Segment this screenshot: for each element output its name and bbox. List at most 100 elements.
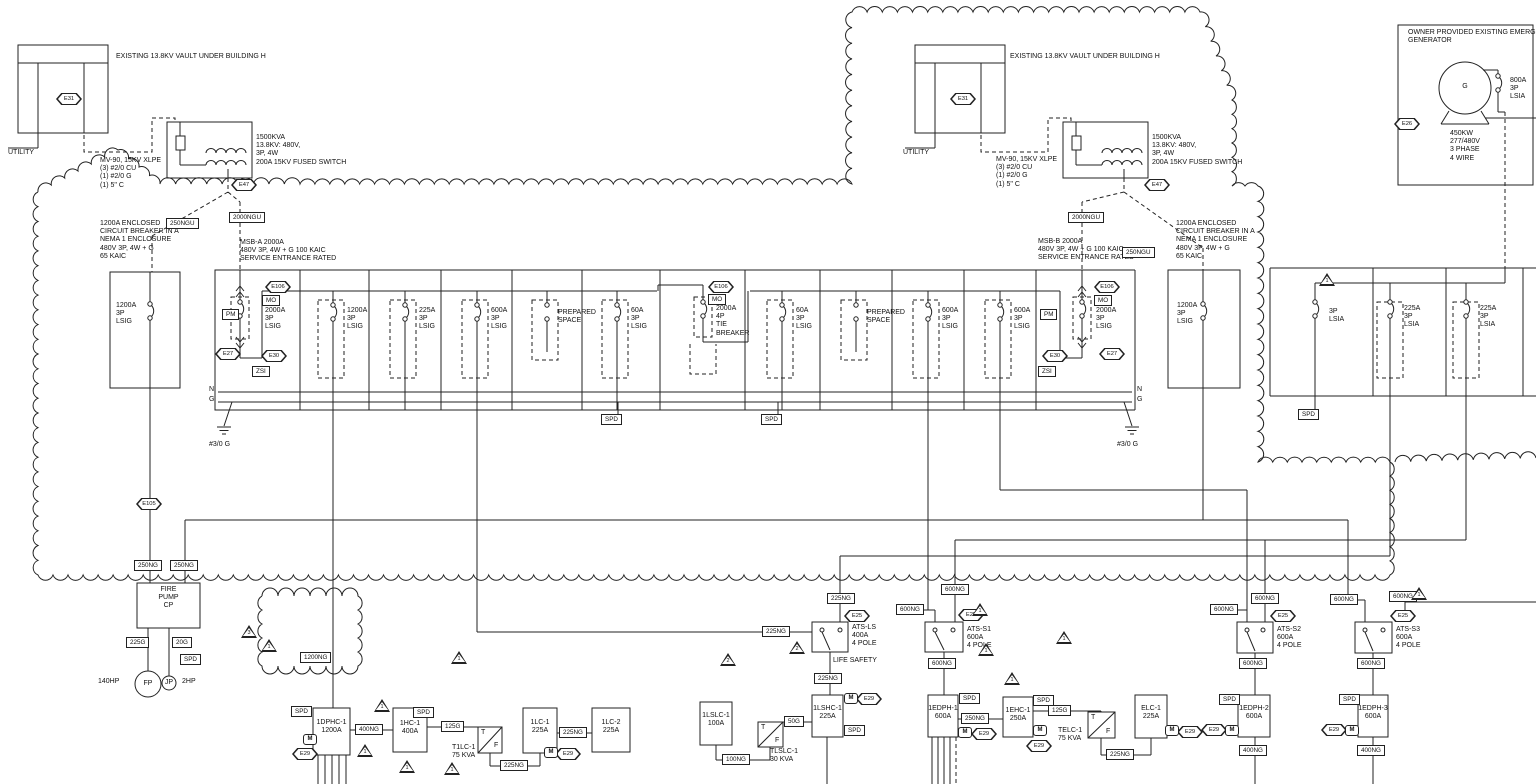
hex-e26-gen-label: E26: [1396, 119, 1418, 129]
msb-a-fdr1-rating: 1200A 3P LSIG: [347, 307, 368, 331]
ats-terminal: [837, 627, 843, 633]
tag-600ng-s1-n: 600NG: [896, 604, 924, 616]
ats-terminal: [932, 627, 938, 633]
tag-1ehc1-spd: SPD: [1033, 695, 1054, 707]
msb-b-fdr2-rating: PREPARED SPACE: [867, 309, 905, 325]
note3-firepump: 3: [241, 625, 257, 638]
tlslc1-secondary-letter: F: [775, 737, 780, 744]
panel-1hc1-label: 1HC-1 400A: [399, 720, 421, 736]
tag-125g-telc1: 125G: [1048, 705, 1072, 717]
hex-e47-b: E47: [1144, 179, 1170, 191]
tag-fp-spd: SPD: [180, 654, 201, 666]
tag-pm-b: PM: [1040, 309, 1058, 321]
revision-cloud: [1394, 451, 1536, 463]
meter-elc1: M: [1165, 725, 1179, 736]
msb-a-fdr2-rating: 225A 3P LSIG: [419, 307, 436, 331]
hex-e29-1edph1: E29: [971, 728, 997, 740]
hex-e26-gen: E26: [1394, 118, 1420, 130]
tag-50g-tlslc1: 50G: [784, 716, 804, 728]
em-fdr2-rating: 225A 3P LSIA: [1404, 305, 1421, 329]
fire-pump-hp: 140HP: [98, 678, 120, 685]
utility-b-label: UTILITY: [903, 149, 930, 156]
hex-e25-atsls: E25: [844, 610, 870, 622]
msb-a-fdr3-rating: 600A 3P LSIG: [491, 307, 508, 331]
hex-e27-b: E27: [1099, 348, 1125, 360]
hex-e29-1lc1-label: E29: [557, 749, 579, 759]
cb-a-note: 1200A ENCLOSED CIRCUIT BREAKER IN A NEMA…: [100, 220, 179, 260]
note1-1hc1-b: 1: [357, 744, 373, 757]
cb-b-rating: 1200A 3P LSIG: [1177, 302, 1198, 326]
hex-e29-1edph2: E29: [1201, 724, 1227, 736]
tie-breaker-rating: 2000A 4P TIE BREAKER: [716, 305, 750, 337]
hex-e25-atss1-label: E25: [960, 610, 982, 620]
hex-e27-a-label: E27: [217, 349, 239, 359]
hex-e30-a: E30: [261, 350, 287, 362]
xfmr-telc1-label: TELC-1 75 KVA: [1058, 727, 1083, 743]
msb-b-title: MSB-B 2000A 480V 3P, 4W + G 100 KAIC SER…: [1038, 238, 1134, 262]
note1-1hc1-a-label: 1: [375, 702, 389, 711]
jockey-pump-hp: 2HP: [182, 678, 196, 685]
panel-1edph3-label: 1EDPH-3 600A: [1358, 705, 1388, 721]
ats-ls-label: ATS-LS 400A 4 POLE: [852, 624, 877, 648]
tag-1200ng: 1200NG: [300, 652, 332, 664]
fire-pump-motor: [134, 670, 162, 698]
t1lc1-secondary-letter: F: [494, 742, 499, 749]
msb-b-fdr3-rating: 600A 3P LSIG: [942, 307, 959, 331]
ats-s1-label: ATS-S1 600A 4 POLE: [967, 626, 992, 650]
note1-firepump: 1: [261, 639, 277, 652]
tag-fp-feed-a: 250NG: [134, 560, 162, 572]
tag-250ng-ehc1: 250NG: [961, 713, 989, 725]
tag-1edph1-spd: SPD: [959, 693, 980, 705]
ats-terminal: [950, 627, 956, 633]
hex-e105-label: E105: [138, 499, 160, 509]
msb-b-fdr1-rating: 60A 3P LSIG: [796, 307, 812, 331]
hex-e29-1lshc1-label: E29: [858, 694, 880, 704]
panel-1ehc1-label: 1EHC-1 250A: [1005, 707, 1031, 723]
tag-2000ngu-b: 2000NGU: [1068, 212, 1105, 224]
hex-e27-a: E27: [215, 348, 241, 360]
note2-mid-label: 2: [721, 656, 735, 665]
hex-e25-atss3: E25: [1390, 610, 1416, 622]
hex-e29-elc1: E29: [1177, 726, 1203, 738]
note1-em: 1: [1319, 273, 1335, 286]
tag-600ng-s2-n: 600NG: [1210, 604, 1238, 616]
panel-1lslc1-label: 1LSLC-1 100A: [702, 712, 730, 728]
cb-a-rating: 1200A 3P LSIG: [116, 302, 137, 326]
hex-e47-b-label: E47: [1146, 180, 1168, 190]
tag-1hc1-spd: SPD: [413, 707, 434, 719]
meter-1edph3: M: [1345, 725, 1359, 736]
note1-mid2: 1: [1056, 631, 1072, 644]
panel-1lshc1-label: 1LSHC-1 225A: [813, 705, 842, 721]
note1-1hc1-c-label: 1: [400, 763, 414, 772]
hex-e29-1ehc1-label: E29: [1028, 741, 1050, 751]
tag-225ng-atsls-out: 225NG: [814, 673, 842, 685]
tag-225ng-atsls-n: 225NG: [762, 626, 790, 638]
tag-600ng-s2-e: 600NG: [1251, 593, 1279, 605]
note1-mid: 1: [451, 651, 467, 664]
tlslc1-primary-letter: T: [761, 724, 766, 731]
hex-e29-1ehc1: E29: [1026, 740, 1052, 752]
tag-1edph3-spd: SPD: [1339, 694, 1360, 706]
tag-spd-em: SPD: [1298, 409, 1319, 421]
cb-b-note: 1200A ENCLOSED CIRCUIT BREAKER IN A NEMA…: [1176, 220, 1255, 260]
meter-1edph1: M: [958, 727, 972, 738]
panel-elc1-label: ELC-1 225A: [1141, 705, 1161, 721]
hex-e31-a-label: E31: [58, 94, 80, 104]
tag-100ng-lslc1: 100NG: [722, 754, 750, 766]
em-fdr3-rating: 225A 3P LSIA: [1480, 305, 1497, 329]
hex-e105: E105: [136, 498, 162, 510]
vault-b-note: EXISTING 13.8KV VAULT UNDER BUILDING H: [1010, 53, 1160, 60]
tag-400ng-edph3: 400NG: [1357, 745, 1385, 757]
msb-b-fdr4-rating: 600A 3P LSIG: [1014, 307, 1031, 331]
ats-terminal: [1244, 627, 1250, 633]
gen-breaker-rating: 800A 3P LSIA: [1510, 77, 1527, 101]
enclosed-breakers: [109, 269, 1241, 583]
prepared-space-dot: [544, 316, 550, 322]
ats-terminal: [1362, 627, 1368, 633]
note1-atss3-label: 1: [1412, 590, 1426, 599]
telc1-primary-letter: T: [1091, 714, 1096, 721]
tag-600ng-s3-out: 600NG: [1357, 658, 1385, 670]
tag-spd-bus-b: SPD: [761, 414, 782, 426]
